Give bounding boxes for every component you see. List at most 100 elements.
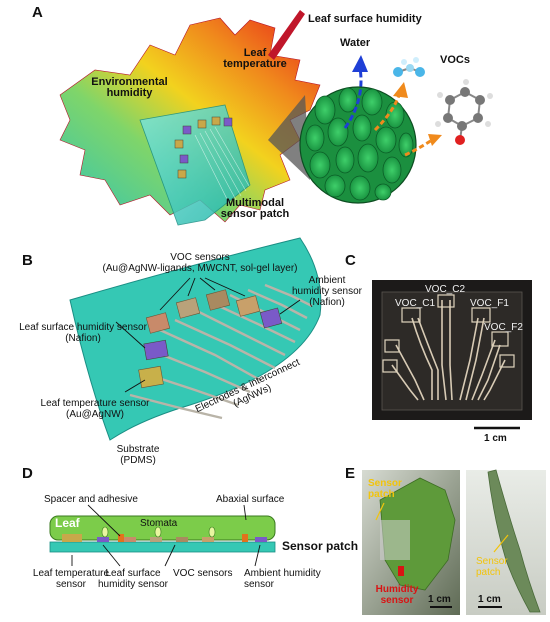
photo-right-leaf [487, 469, 541, 613]
label-d-leaf-temp-l1: Leaf temperature [32, 568, 110, 579]
label-e-sensor-patch-2: Sensor patch [476, 556, 508, 578]
label-d-leaf-surface-humidity-sensor: Leaf surface humidity sensor [88, 568, 178, 590]
label-patch-l1: Multimodal [225, 197, 285, 209]
label-abaxial-surface: Abaxial surface [216, 494, 285, 505]
voc-molecule-large [435, 79, 493, 145]
panel-b-leader-lines [115, 277, 301, 393]
photo-left-leaf [379, 477, 456, 591]
label-voc-f2: VOC_F2 [484, 322, 523, 333]
label-e-humidity-l2: sensor [380, 595, 414, 606]
patch-traces [194, 126, 250, 206]
label-stomata: Stomata [140, 518, 178, 529]
voc-arrow-2 [404, 138, 433, 157]
d-leaf-temp-sensor [62, 534, 82, 542]
photo-left-patch [380, 520, 410, 560]
label-e-sensor-patch-l1: Sensor [368, 478, 402, 489]
epidermal-cells [305, 87, 414, 201]
label-voc-sensors-l1: VOC sensors [170, 252, 230, 263]
label-e-humidity-l1: Humidity [375, 584, 419, 595]
label-ambient-humidity-sensor: Ambient humidity sensor (Nafion) [282, 275, 372, 308]
d-voc-sensor-4 [202, 537, 214, 542]
label-d-leaf-temp-l2: sensor [55, 579, 86, 590]
panel-b-illustration [69, 237, 322, 441]
label-voc-f1: VOC_F1 [470, 298, 509, 309]
label-e-humidity-sensor: Humidity sensor [372, 584, 422, 606]
label-multimodal-patch: Multimodal sensor patch [210, 198, 300, 220]
label-substrate-l1: Substrate [116, 444, 160, 455]
label-leaf-temperature-l2: temperature [223, 58, 287, 70]
d-voc-sensor-3 [176, 537, 188, 542]
pdms-substrate [69, 237, 322, 441]
label-leaf-temp-l1: Leaf temperature sensor [40, 398, 150, 409]
label-e-sensor-patch-l2: patch [368, 489, 395, 500]
panel-e-photos [362, 469, 546, 615]
panel-c-photo [372, 280, 532, 430]
label-substrate: Substrate (PDMS) [108, 444, 168, 466]
photo-left-humidity [398, 566, 404, 576]
label-ambient-l1: Ambient [308, 275, 346, 286]
label-e-scale-right: 1 cm [478, 594, 501, 605]
voc-arrow-1-head [393, 82, 408, 98]
device-traces [391, 300, 506, 401]
label-leaf-surface-humidity-sensor: Leaf surface humidity sensor (Nafion) [8, 322, 158, 344]
panel-d-illustration [49, 504, 276, 567]
panel-a-illustration [59, 10, 493, 226]
device-sensors [382, 294, 515, 373]
label-leaf-surface-l2: (Nafion) [65, 333, 101, 344]
patch-sensors [174, 116, 233, 179]
label-environmental-l2: humidity [106, 87, 153, 99]
label-d-leaf-surface-l1: Leaf surface [105, 568, 161, 579]
water-arrow-head [352, 55, 368, 72]
d-stomata-1 [101, 526, 109, 538]
label-vocs: VOCs [440, 54, 470, 66]
label-voc-sensors: VOC sensors (Au@AgNW-ligands, MWCNT, sol… [100, 252, 300, 274]
label-e-scale-left: 1 cm [428, 594, 451, 605]
label-e-sensor-patch: Sensor patch [368, 478, 402, 500]
label-spacer-adhesive: Spacer and adhesive [44, 494, 138, 505]
label-environmental-l1: Environmental [91, 76, 168, 88]
label-e-sensor-patch2-l2: patch [476, 567, 501, 578]
label-d-ambient-l1: Ambient humidity [244, 568, 321, 579]
d-stomata-2 [154, 526, 162, 538]
leaf-temperature-block [138, 365, 164, 389]
label-d-leaf-surface-l2: humidity sensor [97, 579, 169, 590]
label-ambient-l2: humidity sensor [291, 286, 363, 297]
label-leaf-temp-l2: (Au@AgNW) [66, 409, 124, 420]
zoom-cone [268, 95, 310, 180]
panel-letter-b: B [22, 252, 33, 269]
label-leaf-temperature-sensor: Leaf temperature sensor (Au@AgNW) [30, 398, 160, 420]
label-d-voc-sensors: VOC sensors [173, 568, 233, 579]
label-water: Water [340, 37, 371, 49]
leaf-stem [268, 10, 305, 60]
panel-letter-a: A [32, 4, 43, 21]
sensor-patch-shape [139, 104, 251, 226]
label-voc-c1: VOC_C1 [395, 298, 436, 309]
label-scale-c: 1 cm [484, 433, 507, 444]
label-leaf-surface-humidity: Leaf surface humidity [308, 13, 422, 25]
panel-letter-e: E [345, 465, 356, 482]
label-voc-c2: VOC_C2 [425, 284, 466, 295]
voc-arrow-2-head [428, 134, 442, 146]
d-ambient-sensor [255, 537, 267, 542]
panel-letter-d: D [22, 465, 33, 482]
label-leaf-temperature-l1: Leaf [243, 47, 267, 59]
label-voc-sensors-l2: (Au@AgNW-ligands, MWCNT, sol-gel layer) [102, 263, 298, 274]
label-substrate-l2: (PDMS) [120, 455, 156, 466]
voc-sensor-blocks [145, 289, 261, 334]
leaf-surface-humidity-block [143, 339, 169, 361]
label-e-sensor-patch2-l1: Sensor [476, 556, 508, 567]
d-stomata-3 [208, 526, 216, 538]
label-leaf: Leaf [55, 516, 80, 530]
ambient-humidity-block [259, 307, 283, 329]
label-patch-l2: sensor patch [220, 208, 290, 220]
d-leaf-surface-sensor [97, 537, 109, 542]
label-leaf-surface-l1: Leaf surface humidity sensor [19, 322, 147, 333]
d-voc-sensor-2 [150, 537, 162, 542]
panel-letter-c: C [345, 252, 356, 269]
label-sensor-patch: Sensor patch [282, 539, 359, 553]
d-spacer-2 [242, 534, 248, 542]
label-environmental-humidity: Environmental humidity [82, 77, 177, 99]
panel-d-leader-lines [71, 504, 261, 567]
label-leaf-temperature: Leaf temperature [220, 48, 290, 70]
